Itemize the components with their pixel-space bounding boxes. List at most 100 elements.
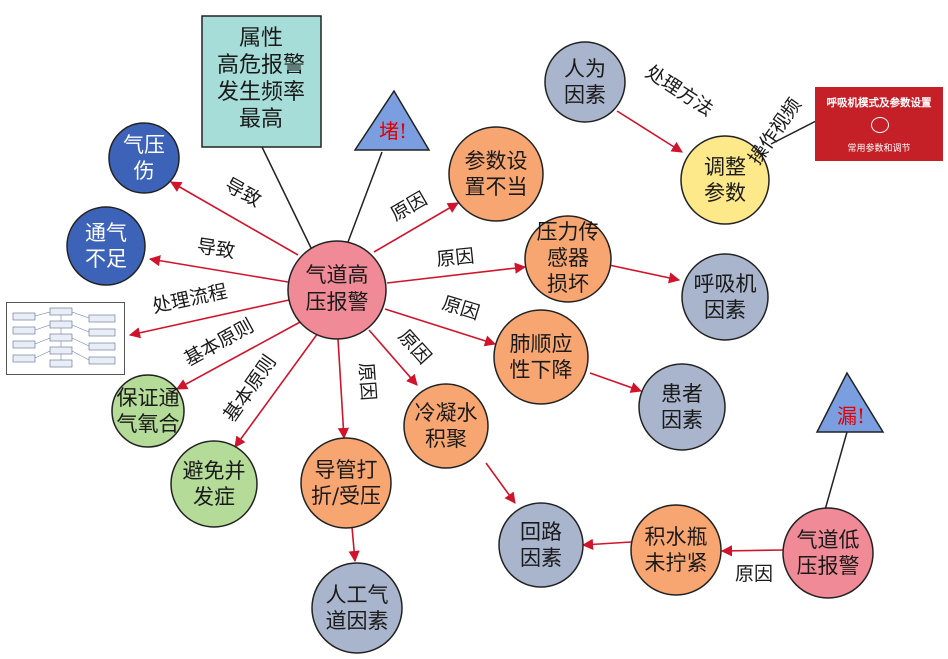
node-center[interactable]: 气道高 压报警 xyxy=(287,240,387,340)
node-rengong[interactable]: 人工气 道因素 xyxy=(311,562,403,654)
arrow-diya-to-jishui xyxy=(720,545,785,557)
arrow-to-qiyashang xyxy=(170,181,299,256)
node-huanzhe[interactable]: 患者 因素 xyxy=(638,363,726,451)
label-yuanze-1: 基本原则 xyxy=(181,315,258,371)
arrow-to-huxiji xyxy=(608,264,681,284)
node-tiaozheng[interactable]: 调整 参数 xyxy=(680,135,770,225)
label-yuanyin-feishun: 原因 xyxy=(439,292,482,324)
attribute-line-4: 最高 xyxy=(239,107,283,132)
attribute-line-2: 高危报警 xyxy=(217,53,305,78)
label-chuli: 处理方法 xyxy=(641,61,717,121)
label-daozhi-2: 导致 xyxy=(195,235,236,263)
video-title: 呼吸机模式及参数设置 xyxy=(826,97,932,109)
arrow-to-huilu xyxy=(485,462,516,504)
svg-text:人为: 人为 xyxy=(564,57,606,81)
svg-text:积水瓶: 积水瓶 xyxy=(645,525,708,549)
arrow-to-flow xyxy=(128,299,290,339)
arrow-to-tiaozheng xyxy=(616,110,683,153)
svg-text:未拧紧: 未拧紧 xyxy=(645,551,708,575)
svg-text:压报警: 压报警 xyxy=(306,290,369,314)
node-daoguan[interactable]: 导管打 折/受压 xyxy=(300,437,392,529)
arrow-to-huanzhe xyxy=(589,372,643,393)
svg-text:气压: 气压 xyxy=(123,133,165,157)
svg-text:因素: 因素 xyxy=(520,546,562,570)
node-tongqi[interactable]: 通气 不足 xyxy=(66,206,146,286)
svg-text:调整: 调整 xyxy=(704,155,746,179)
svg-text:呼吸机: 呼吸机 xyxy=(694,272,757,296)
svg-text:因素: 因素 xyxy=(661,408,703,432)
svg-text:伤: 伤 xyxy=(134,159,155,183)
node-canshu[interactable]: 参数设 置不当 xyxy=(448,126,544,222)
svg-text:冷凝水: 冷凝水 xyxy=(415,401,478,425)
arrow-to-canshu xyxy=(373,202,459,253)
arrow-to-bimian xyxy=(234,332,319,448)
svg-text:参数: 参数 xyxy=(704,181,746,205)
label-yuanyin-jishui: 原因 xyxy=(735,563,773,585)
arrow-to-baozheng xyxy=(176,320,303,390)
svg-text:人工气: 人工气 xyxy=(326,583,389,607)
label-daozhi-1: 导致 xyxy=(221,174,265,212)
video-subtitle: 常用参数和调节 xyxy=(847,144,911,154)
svg-text:性下降: 性下降 xyxy=(510,358,573,382)
svg-text:感器: 感器 xyxy=(547,246,589,270)
svg-text:压报警: 压报警 xyxy=(797,554,860,578)
arrow-to-tongqi xyxy=(148,255,289,283)
svg-text:肺顺应: 肺顺应 xyxy=(510,332,573,356)
label-yuanyin-daoguan: 原因 xyxy=(355,362,380,401)
warning-triangle-lou xyxy=(815,371,885,433)
svg-text:通气: 通气 xyxy=(85,221,127,245)
node-huilu[interactable]: 回路 因素 xyxy=(498,502,584,588)
svg-text:避免并: 避免并 xyxy=(183,459,246,483)
svg-text:道因素: 道因素 xyxy=(326,609,389,633)
svg-text:回路: 回路 xyxy=(520,520,562,544)
arrow-jishui-to-huilu xyxy=(581,538,632,550)
connector-lou xyxy=(822,431,848,518)
arrow-to-rengong xyxy=(348,526,360,563)
svg-text:置不当: 置不当 xyxy=(465,175,528,199)
node-jishui[interactable]: 积水瓶 未拧紧 xyxy=(630,504,722,596)
play-icon xyxy=(871,117,889,133)
svg-text:发症: 发症 xyxy=(193,485,235,509)
warning-triangle-du xyxy=(353,89,431,151)
node-bimian[interactable]: 避免并 发症 xyxy=(170,440,258,528)
svg-text:保证通: 保证通 xyxy=(117,386,180,410)
label-yuanze-2: 基本原则 xyxy=(219,351,281,426)
triangle-du-label: 堵! xyxy=(379,119,407,143)
arrow-to-yali xyxy=(386,262,527,284)
label-yuanyin-lengning: 原因 xyxy=(394,325,436,368)
node-lengning[interactable]: 冷凝水 积聚 xyxy=(403,383,489,469)
arrow-to-lengning xyxy=(368,329,418,386)
svg-text:因素: 因素 xyxy=(564,83,606,107)
label-yuanyin-canshu: 原因 xyxy=(387,188,431,226)
arrow-to-daoguan xyxy=(337,338,349,440)
flowchart-thumbnail[interactable] xyxy=(6,302,125,375)
connector-attribute xyxy=(261,146,313,251)
svg-text:不足: 不足 xyxy=(85,247,127,271)
attribute-line-3: 发生频率 xyxy=(217,80,305,105)
node-baozheng[interactable]: 保证通 气氧合 xyxy=(111,374,185,448)
node-huxiji[interactable]: 呼吸机 因素 xyxy=(681,253,769,341)
svg-text:导管打: 导管打 xyxy=(315,458,378,482)
flowchart-icon xyxy=(12,307,116,368)
triangle-lou-label: 漏! xyxy=(837,404,865,428)
node-diya[interactable]: 气道低 压报警 xyxy=(782,507,874,599)
video-thumbnail[interactable]: 呼吸机模式及参数设置 常用参数和调节 xyxy=(815,87,943,161)
svg-text:参数设: 参数设 xyxy=(465,149,528,173)
node-renwei[interactable]: 人为 因素 xyxy=(544,41,626,123)
node-yali[interactable]: 压力传 感器 损坏 xyxy=(524,215,612,303)
label-liucheng: 处理流程 xyxy=(150,280,229,317)
svg-text:折/受压: 折/受压 xyxy=(311,484,381,508)
svg-text:损坏: 损坏 xyxy=(547,272,589,296)
node-qiyashang[interactable]: 气压 伤 xyxy=(108,122,180,194)
attribute-line-1: 属性 xyxy=(239,26,283,51)
svg-text:压力传: 压力传 xyxy=(537,220,600,244)
arrow-to-feishun xyxy=(384,308,497,347)
svg-text:气氧合: 气氧合 xyxy=(117,412,180,436)
svg-text:气道高: 气道高 xyxy=(306,263,369,287)
svg-text:气道低: 气道低 xyxy=(797,528,860,552)
svg-text:积聚: 积聚 xyxy=(425,427,467,451)
node-feishun[interactable]: 肺顺应 性下降 xyxy=(493,309,589,405)
svg-text:患者: 患者 xyxy=(661,382,703,406)
